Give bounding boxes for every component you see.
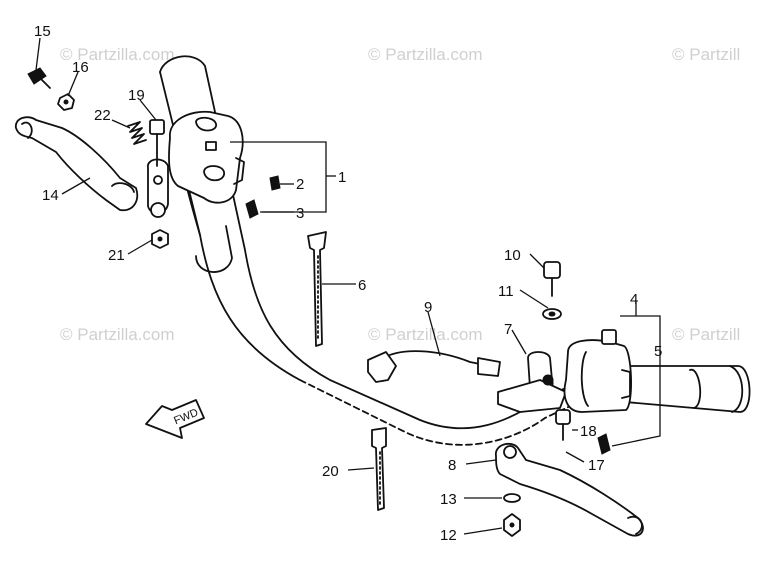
bolt-18 <box>555 409 571 441</box>
bolt-10 <box>543 261 561 297</box>
nut-12 <box>503 513 521 537</box>
callout-11: 11 <box>498 283 514 300</box>
spring-22 <box>127 121 147 145</box>
watermark: © Partzilla.com <box>368 325 483 344</box>
washer-11 <box>542 308 562 320</box>
callout-1: 1 <box>338 169 346 186</box>
forward-arrow: FWD <box>145 399 205 439</box>
callout-21: 21 <box>108 247 125 264</box>
callout-5: 5 <box>654 343 662 360</box>
cable-tie-6 <box>307 231 327 347</box>
screw-17 <box>597 433 611 455</box>
callout-22: 22 <box>94 107 111 124</box>
washer-13 <box>503 493 521 503</box>
watermark: © Partzilla.com <box>60 45 175 64</box>
callout-16: 16 <box>72 59 89 76</box>
left-perch <box>147 158 169 218</box>
watermark: © Partzilla.com <box>368 45 483 64</box>
pin-19 <box>149 119 165 167</box>
left-lever <box>15 116 139 212</box>
nut-16 <box>57 93 75 111</box>
callout-labels: 15 16 22 19 14 21 2 3 1 6 9 7 10 11 4 5 … <box>34 23 662 544</box>
callout-20: 20 <box>322 463 339 480</box>
callout-6: 6 <box>358 277 366 294</box>
callout-12: 12 <box>440 527 457 544</box>
switch-cable-9 <box>367 350 501 383</box>
callout-17: 17 <box>588 457 605 474</box>
bolt-15 <box>27 67 51 89</box>
leader-lines <box>35 37 661 535</box>
callout-8: 8 <box>448 457 456 474</box>
left-switch-housing <box>168 110 245 204</box>
right-grip <box>624 365 751 413</box>
screw-3 <box>245 199 259 219</box>
watermark: © Partzill <box>672 45 740 64</box>
right-switch-housing <box>563 329 632 413</box>
watermark: © Partzill <box>672 325 740 344</box>
right-lever <box>495 442 644 537</box>
callout-15: 15 <box>34 23 51 40</box>
callout-9: 9 <box>424 299 432 316</box>
screw-2 <box>269 175 281 191</box>
callout-14: 14 <box>42 187 59 204</box>
callout-4: 4 <box>630 291 638 308</box>
callout-7: 7 <box>504 321 512 338</box>
watermark: © Partzilla.com <box>60 325 175 344</box>
nut-21 <box>151 229 169 249</box>
cable-tie-20 <box>371 427 387 511</box>
callout-18: 18 <box>580 423 597 440</box>
callout-3: 3 <box>296 205 304 222</box>
callout-19: 19 <box>128 87 145 104</box>
callout-10: 10 <box>504 247 521 264</box>
callout-2: 2 <box>296 176 304 193</box>
right-perch <box>497 351 567 413</box>
callout-13: 13 <box>440 491 457 508</box>
